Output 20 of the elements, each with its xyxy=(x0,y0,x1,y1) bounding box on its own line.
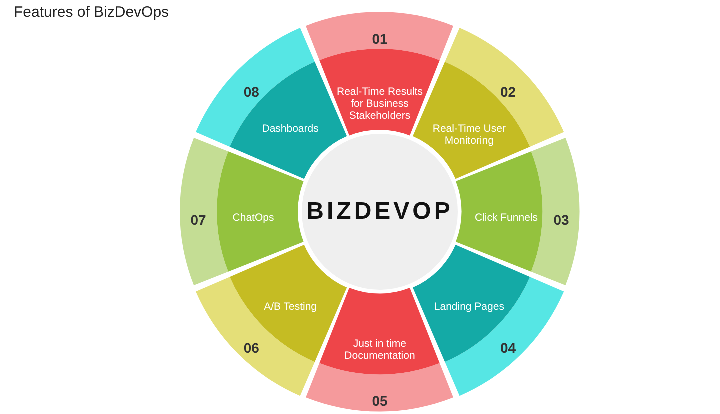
segment-label: Click Funnels xyxy=(474,212,539,224)
step-number: 02 xyxy=(500,84,518,100)
step-number: 07 xyxy=(190,212,208,228)
segment-label: Real-Time Results for Business Stakeholders xyxy=(336,86,424,122)
step-number: 03 xyxy=(552,212,570,228)
segment-label: Just in time Documentation xyxy=(344,338,416,362)
feature-segment xyxy=(196,244,348,396)
step-number: 05 xyxy=(371,393,389,410)
step-number: 06 xyxy=(242,340,260,356)
diagram-title: Features of BizDevOps xyxy=(14,4,170,21)
step-number: 01 xyxy=(371,30,389,46)
feature-segment xyxy=(180,138,304,286)
segment-label: Landing Pages xyxy=(433,301,506,314)
center-label: BIZDEVOP xyxy=(306,198,454,226)
step-number: 04 xyxy=(500,340,518,356)
segment-label: Real-Time User Monitoring xyxy=(432,122,507,147)
segment-label: ChatOps xyxy=(232,212,276,224)
step-number: 08 xyxy=(242,84,260,100)
segment-label: Dashboards xyxy=(261,122,320,135)
segment-label: A/B Testing xyxy=(263,301,318,314)
